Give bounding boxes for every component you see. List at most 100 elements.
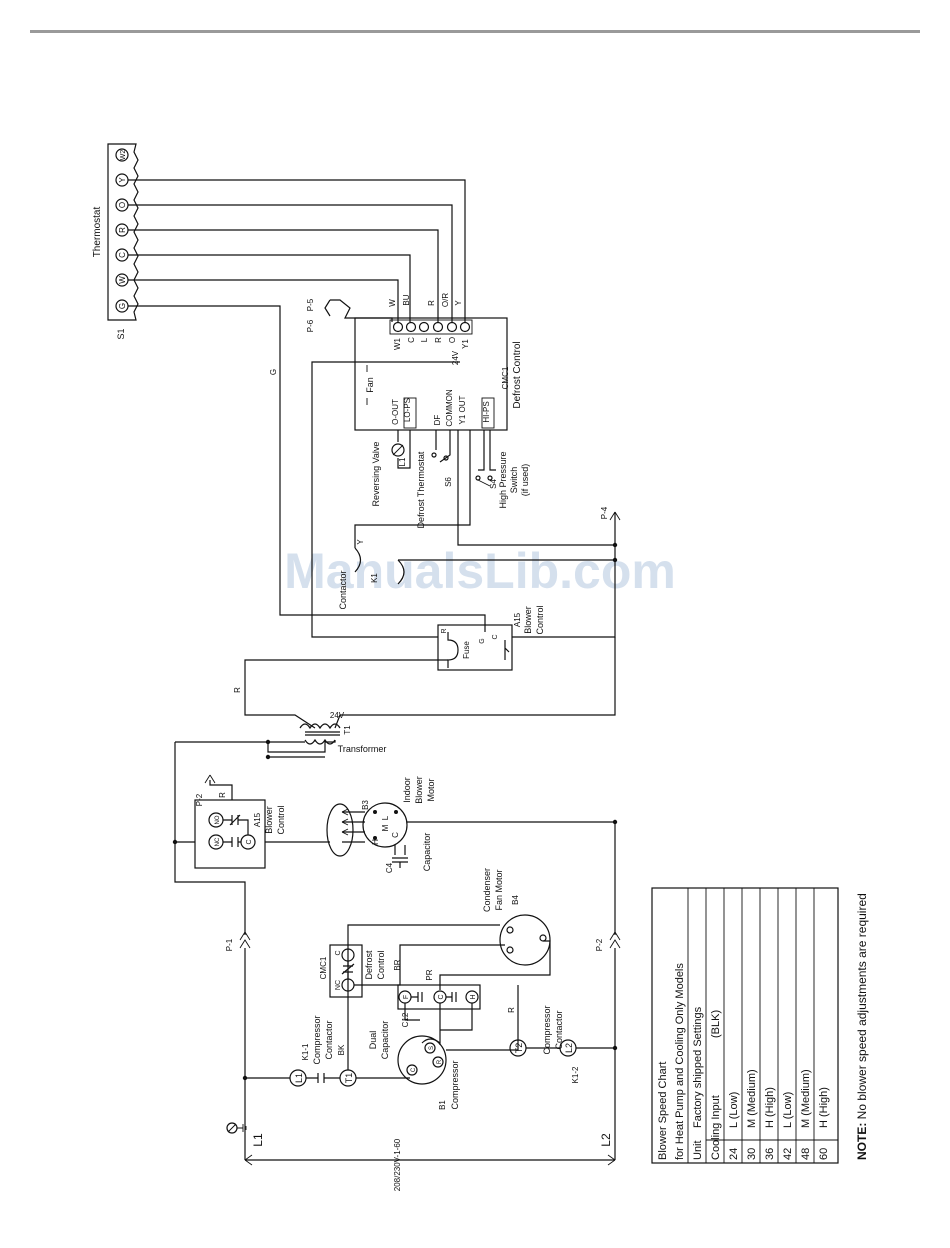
indoor-motor-id: B3 — [361, 800, 370, 810]
motor-tap-m: M — [381, 824, 390, 831]
row-1-setting: L (Low) — [728, 1092, 740, 1128]
blower-top-id: A15 — [513, 612, 522, 627]
chart-cooling-blk: (BLK) — [710, 1010, 722, 1038]
row-2-unit: 30 — [746, 1148, 758, 1160]
chart-row-5: 48 M (Medium) — [800, 1069, 812, 1160]
thermostat-body — [107, 143, 139, 321]
thermostat-terminal-g: G — [115, 299, 129, 313]
cap-c: C — [438, 994, 445, 999]
condenser-motor-label-1: Condenser — [482, 868, 492, 912]
compressor-contactor-2: T2 R L2 K1-2 Compressor Contactor — [507, 985, 618, 1083]
cmc1-lower-nc: NC — [335, 980, 342, 990]
cmc1-lower-br: BR — [393, 959, 402, 970]
blower-control-top: R Fuse G C A15 Blower Control — [437, 605, 545, 671]
k12-id: K1-2 — [571, 1066, 580, 1083]
defrost-control-lower: C NC CMC1 Defrost Control BR — [319, 944, 505, 998]
cmc1-lower-c: C — [335, 950, 342, 955]
cmc1-lower-label-1: Defrost — [364, 950, 374, 980]
thermostat-terminal-r: R — [115, 223, 129, 237]
reversing-valve: Reversing Valve L1 — [371, 430, 411, 507]
high-pressure-switch: S4 High Pressure Switch (if used) — [475, 430, 530, 509]
thermostat-title: Thermostat — [92, 206, 103, 257]
condenser-motor-label-2: Fan Motor — [494, 869, 504, 910]
k11-label-1: Compressor — [312, 1015, 322, 1064]
contactor-y-label: Y — [356, 539, 365, 545]
row-4-unit: 42 — [782, 1148, 794, 1160]
row-1-unit: 24 — [728, 1148, 740, 1160]
cmc1-lower-id: CMC1 — [319, 956, 328, 979]
note: NOTE: No blower speed adjustments are re… — [855, 893, 869, 1160]
compressor-contactor-1: L1 T1 K1-1 Compressor Contactor BK — [242, 924, 500, 1087]
reversing-valve-coil — [391, 443, 405, 457]
chart-row-4: 42 L (Low) — [782, 1092, 794, 1160]
terminal-w2-label: W2 — [120, 150, 127, 161]
wire-color-bu: BU — [402, 294, 411, 305]
compressor-c: C — [411, 1067, 417, 1072]
chart-row-2: 30M (Medium) — [746, 1069, 758, 1160]
top-rule — [30, 30, 920, 33]
transformer-r-label: R — [233, 687, 242, 693]
label-df: DF — [433, 415, 442, 426]
blower-top-label-2: Control — [535, 605, 545, 634]
note-text: No blower speed adjustments are required — [855, 893, 869, 1122]
contactor-label: Contactor — [338, 570, 348, 609]
fan-label: Fan — [365, 377, 375, 393]
wire-g-label: G — [269, 369, 278, 375]
label-y1-out: Y1 OUT — [458, 395, 467, 424]
row-6-setting: H (High) — [818, 1087, 830, 1128]
reversing-valve-id: L1 — [398, 457, 407, 466]
p5-p6-jumper — [324, 299, 393, 322]
p6-label: P-6 — [306, 319, 315, 332]
defrost-thermostat-id: S6 — [444, 477, 453, 487]
row-3-setting: H (High) — [764, 1087, 776, 1128]
hps-label-3: (if used) — [520, 464, 530, 497]
wire-color-w: W — [388, 299, 397, 307]
motor-tap-c: C — [391, 832, 400, 838]
transformer-id: T1 — [343, 725, 352, 735]
supply-l1: L1 — [251, 1133, 265, 1147]
volt-24-label: 24V — [451, 350, 460, 365]
compressor-label: Compressor — [450, 1060, 460, 1109]
blower-lower-p2: P-2 — [195, 793, 204, 806]
cap-pr: PR — [425, 969, 434, 980]
defrost-thermostat: Defrost Thermostat S6 — [416, 430, 453, 528]
p4-label: P-4 — [600, 506, 609, 519]
terminal-r-label: R — [118, 227, 127, 233]
blower-control-lower: NO NC C P-2 R A15 Blower Control — [172, 742, 330, 869]
blower-top-c: C — [492, 634, 499, 639]
reversing-valve-label: Reversing Valve — [371, 442, 381, 507]
k11-t1: T1 — [344, 1073, 354, 1084]
k12-t2: T2 — [514, 1043, 524, 1054]
terminal-o: O — [448, 337, 457, 343]
capacitor-c4-id: C4 — [385, 862, 394, 873]
k11-bk: BK — [337, 1044, 346, 1055]
defrost-thermostat-label: Defrost Thermostat — [416, 451, 426, 528]
k12-label-2: Contactor — [554, 1010, 564, 1049]
thermostat-terminal-c: C — [115, 248, 129, 262]
row-4-setting: L (Low) — [782, 1092, 794, 1128]
blower-lower-nc: NC — [215, 837, 221, 846]
blower-lower-label-2: Control — [276, 805, 286, 834]
contactor-coil-y — [354, 547, 362, 573]
blower-lower-r: R — [218, 792, 227, 798]
watermark: ManualsLib.com — [284, 543, 676, 599]
chart-header-unit: Unit — [692, 1140, 704, 1160]
cap-f: F — [403, 995, 410, 999]
p1-label: P-1 — [225, 938, 234, 951]
capacitor-c4-label: Capacitor — [422, 833, 432, 872]
thermostat: G W C R O Y W2 Thermostat S1 — [92, 143, 139, 340]
indoor-motor-label-2: Blower — [414, 776, 424, 804]
terminal-r: R — [434, 337, 443, 343]
blower-top-r: R — [441, 628, 448, 633]
row-6-unit: 60 — [818, 1148, 830, 1160]
wire-color-y: Y — [454, 300, 463, 306]
transformer: R 24V T1 Transformer — [175, 637, 616, 760]
chart-title-1: Blower Speed Chart — [657, 1062, 669, 1160]
row-5-unit: 48 — [800, 1148, 812, 1160]
label-common: COMMON — [445, 389, 454, 427]
k12-label-1: Compressor — [542, 1005, 552, 1054]
row-5-setting: M (Medium) — [800, 1069, 812, 1128]
p2b-label: P-2 — [595, 938, 604, 951]
chart-row-1: 24 L (Low) — [728, 1092, 740, 1160]
cap-label-2: Capacitor — [380, 1021, 390, 1060]
